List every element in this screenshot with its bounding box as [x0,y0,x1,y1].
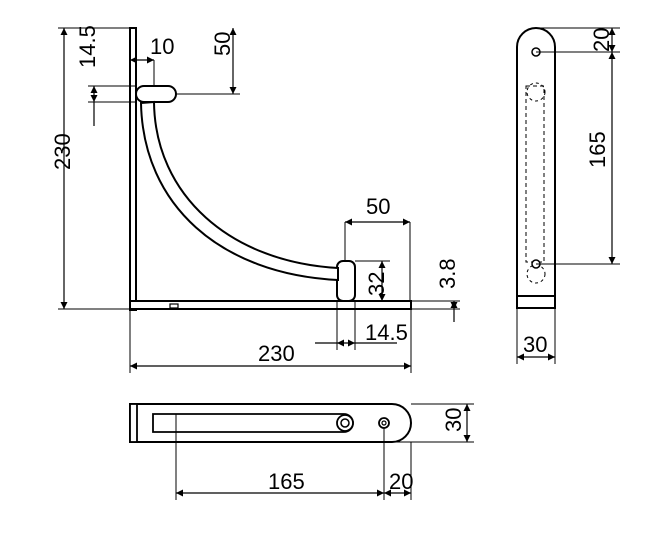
label-base-length: 230 [258,341,295,366]
side-plate [516,27,556,309]
label-height-total: 230 [50,133,75,170]
bottom-view: 30 165 20 [129,403,474,500]
label-bottom-end-offset: 20 [389,469,413,494]
bottom-small-hole-inner [381,420,387,426]
bottom-arm-outline [152,413,354,433]
front-base-weld-mark [169,303,179,309]
label-bottom-width: 30 [441,408,466,432]
label-side-hole-spacing: 165 [585,131,610,168]
front-curved-arm [139,100,339,282]
label-bottom-hole-spacing: 165 [268,469,305,494]
label-lower-pin-size: 32 [364,272,389,296]
label-side-width: 30 [523,332,547,357]
side-base-block [516,295,556,309]
label-side-top-offset: 20 [589,28,614,52]
label-lower-offset: 14.5 [365,320,408,345]
bottom-large-hole-inner [340,418,350,428]
label-upper-arm-offset: 14.5 [75,25,100,68]
front-upper-pin [135,85,177,103]
front-vertical-plate [129,27,137,311]
label-lower-pin-height: 50 [366,194,390,219]
label-upper-pin-width: 10 [150,34,174,59]
label-upper-vertical-offset: 50 [210,32,235,56]
side-hidden-upper-circle [526,82,546,102]
side-view: 20 165 30 [516,27,620,364]
front-view: 230 14.5 10 50 50 32 [50,25,460,373]
bottom-left-flange [129,403,138,443]
front-lower-pin [336,260,356,302]
front-base-plate [129,300,412,310]
label-base-thickness: 3.8 [435,258,460,289]
